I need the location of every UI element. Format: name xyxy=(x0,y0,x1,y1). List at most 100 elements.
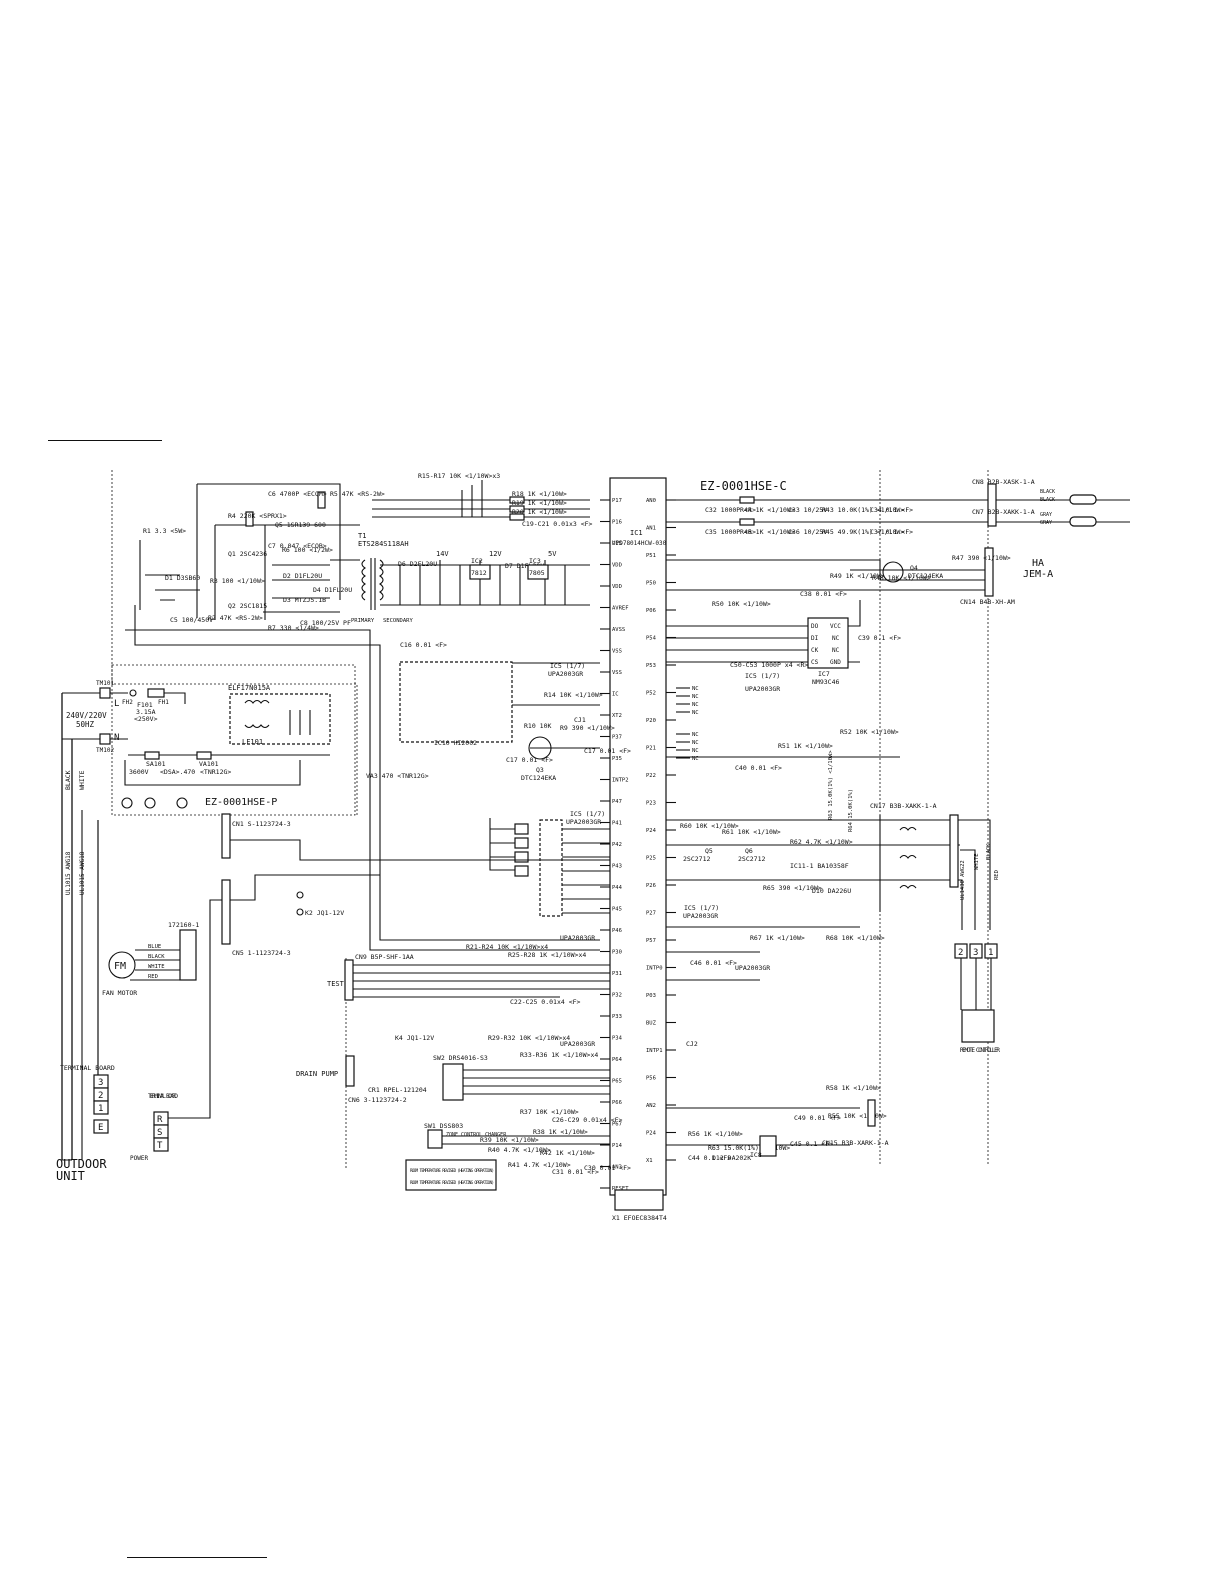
cap-c6: C6 4700P <ECQM> xyxy=(268,490,327,498)
dsa-label: <DSA>.470 xyxy=(160,768,195,776)
mcu-pin-label: XT2 xyxy=(612,713,622,719)
supply-voltage: 240V/220V xyxy=(66,711,107,720)
jem-label: JEM-A xyxy=(1023,569,1053,580)
cap-c5: C5 100/450V xyxy=(170,616,213,624)
cap-c8: C8 100/25V PF xyxy=(300,619,351,627)
mcu-pin-label: P25 xyxy=(646,856,656,862)
mcu-pin-label: P65 xyxy=(612,1079,622,1085)
mcu-pin-label: P26 xyxy=(646,883,656,889)
power-board-outline xyxy=(111,664,356,816)
mcu-pin-label: INTP2 xyxy=(612,778,629,784)
mcu-pin-label: INTP0 xyxy=(646,966,663,972)
mcu-pin-label: AN0 xyxy=(646,498,656,504)
cn9-label: CN9 B5P-SHF-1AA xyxy=(355,953,414,961)
res-r52: R52 10K <1/10W> xyxy=(840,728,899,736)
uln-part-g: UPA2003GR xyxy=(560,1040,595,1048)
mcu-pin-label: P51 xyxy=(646,553,656,559)
res-r45: R45 49.9K(1%) <1/10W> xyxy=(822,528,904,536)
va3-label: VA3 470 <TNR12G> xyxy=(366,772,429,780)
res-r47: R47 390 <1/10W> xyxy=(952,554,1011,562)
fan-motor-letters: FM xyxy=(114,961,126,972)
reg-12v: 12V xyxy=(489,550,502,558)
mcu-pin-label: VSS xyxy=(612,670,622,676)
nc-label: NC xyxy=(692,756,699,762)
nc-label: NC xyxy=(692,710,699,716)
res-r56: R63 15.0K(1%) <1/10W> xyxy=(708,1144,790,1152)
wire-black: BLACK xyxy=(64,770,72,790)
tb1-3: 3 xyxy=(98,1078,103,1088)
t1-primary: PRIMARY xyxy=(351,618,375,624)
uln-part-f: UPA2003GR xyxy=(560,934,595,942)
res-r67: R67 1K <1/10W> xyxy=(750,934,805,942)
power-label: POWER xyxy=(130,1155,148,1162)
tb2-r: R xyxy=(157,1115,163,1125)
fm-white: WHITE xyxy=(148,964,165,970)
mcu-pin-label: P34 xyxy=(612,1036,623,1042)
res-r40: R40 4.7K <1/10W> xyxy=(488,1146,551,1154)
terminal-boards: TERMINAL BOARD 3 2 1 E TERMINAL BOARD R … xyxy=(56,1064,178,1183)
res-r3: R3 100 <1/10W> xyxy=(210,577,265,585)
cap-c7: C7 0.047 <ECQB> xyxy=(268,542,327,550)
rc-term-1: 2 xyxy=(958,948,963,958)
ic7-pin-di: DI xyxy=(811,635,819,642)
mcu-left-pins: P17P16P15VDDVDDAVREFAVSSVSSVSSICXT2P37P3… xyxy=(600,498,629,1192)
res-r64: R64 15.0K(1%) xyxy=(848,789,854,832)
mcu-pin-label: P06 xyxy=(646,608,656,614)
res-r5: R5 47K <RS-2W> xyxy=(330,490,385,498)
nc-label: NC xyxy=(692,702,699,708)
tb1-2: 2 xyxy=(98,1091,103,1101)
mcu-pin-label: P16 xyxy=(612,520,622,526)
wire-ul-2: UL1015 AWG18 xyxy=(79,851,86,895)
res-r46: R46 1K <1/10W> xyxy=(740,528,795,536)
tm102-label: TM102 xyxy=(96,747,114,754)
power-supply-section: TM101 TM102 240V/220V 50HZ L N ELF17N015… xyxy=(61,680,331,1160)
ic7-part: NM93C46 xyxy=(812,678,839,686)
uln-ic5-d: IC5 (1/7) xyxy=(550,662,585,670)
mcu-pin-label: P35 xyxy=(612,756,622,762)
va-label: VA101 xyxy=(199,760,219,768)
mcu-pin-label: AN1 xyxy=(646,526,656,532)
t1-ref: T1 xyxy=(358,532,366,540)
res-r25-28: R25-R28 1K <1/10W>x4 xyxy=(508,951,586,959)
relay-k2: K2 JQ1-12V xyxy=(305,909,344,917)
unit-label: UNIT xyxy=(56,1169,85,1183)
cn7-label: CN7 B2B-XAKK-1-A xyxy=(972,508,1035,516)
dip-switch-section: SW2 DRS4016-S3 R29-R32 10K <1/10W>x4 R33… xyxy=(405,1034,667,1222)
rc-term-3: 1 xyxy=(988,948,993,958)
fh1-label: FH1 xyxy=(158,699,169,706)
tnr-label: <TNR12G> xyxy=(200,768,231,776)
long-run-2 xyxy=(125,629,600,951)
semi-d3: D3 MTZJ5.1B xyxy=(283,596,326,604)
semi-d4: D4 D1FL20U xyxy=(313,586,352,594)
input-pullups: R15-R17 10K <1/10W>x3 R18 1K <1/10W> R19… xyxy=(372,472,593,528)
sa-label: SA101 xyxy=(146,760,166,768)
mcu-pin-label: P66 xyxy=(612,1100,622,1106)
cap-c17: C17 0.01 <F> xyxy=(506,756,553,764)
res-r21-24: R21-R24 10K <1/10W>x4 xyxy=(466,943,548,951)
fm-blue: BLUE xyxy=(148,944,161,950)
mcu-pin-label: P32 xyxy=(612,993,622,999)
res-r9: R9 390 <1/10W> xyxy=(560,724,615,732)
footer-rule xyxy=(127,1557,267,1558)
res-r62: R62 4.7K <1/10W> xyxy=(790,838,853,846)
cn6-label: CN6 3-1123724-2 xyxy=(348,1096,407,1104)
mcu-pin-label: P17 xyxy=(612,498,622,504)
mcu-pin-label: AN3 xyxy=(612,1165,622,1171)
res-r55: R56 1K <1/10W> xyxy=(688,1130,743,1138)
q5-ref: Q5 xyxy=(705,847,713,855)
tb1-1: 1 xyxy=(98,1104,103,1114)
tb2-s: S xyxy=(157,1128,162,1138)
uln-part-e: UPA2003GR xyxy=(566,818,601,826)
cn1-label: CN1 S-1123724-3 xyxy=(232,820,291,828)
res-r68: R68 10K <1/10W> xyxy=(826,934,885,942)
mcu-pin-label: P47 xyxy=(612,799,622,805)
ic8-label: IC8 xyxy=(750,1151,762,1159)
mcu-pin-label: P14 xyxy=(612,1143,623,1149)
lf-label: LF101 xyxy=(242,738,263,746)
res-r18: R18 1K <1/10W> xyxy=(512,490,567,498)
cap-c46: C46 0.01 <F> xyxy=(690,959,737,967)
reg-5v: 5V xyxy=(548,550,557,558)
sa-voltage: 3600V xyxy=(129,768,149,776)
q3-ref: Q3 xyxy=(536,766,544,774)
